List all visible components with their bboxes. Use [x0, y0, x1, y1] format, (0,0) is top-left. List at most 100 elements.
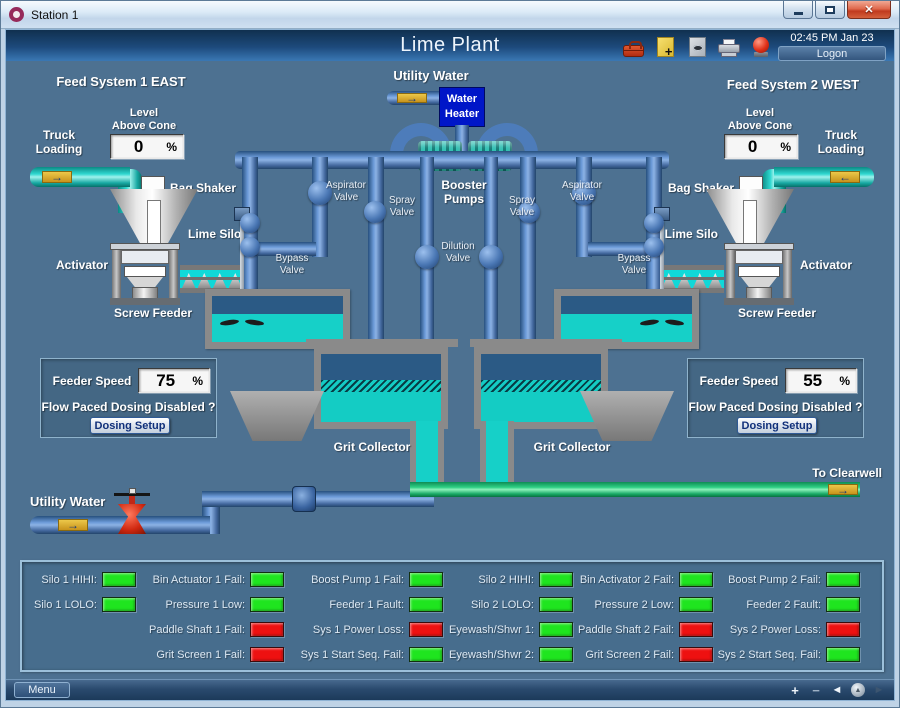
nav-forward-icon[interactable]	[872, 683, 886, 697]
titlebar: Station 1 ✕	[1, 1, 899, 29]
status-led	[250, 647, 284, 662]
maximize-icon[interactable]	[815, 1, 845, 19]
grit-tank-left	[314, 347, 448, 429]
status-row: Eyewash/Shwr 2:	[420, 647, 573, 662]
alarm-status-panel: Silo 1 HIHI: Silo 1 LOLO: Bin Actuator 1…	[20, 560, 884, 672]
mixer-propeller-left	[220, 317, 264, 327]
flow-arrow-icon	[397, 93, 427, 103]
dilution-valve-label: Dilution Valve	[441, 241, 475, 264]
status-row: Feeder 1 Fault:	[275, 597, 443, 612]
grit-hopper-left	[230, 391, 324, 441]
manifold-pipe	[235, 151, 669, 169]
truck-loading-right-label: Truck Loading	[817, 128, 865, 156]
station-icon	[9, 7, 24, 22]
print-icon[interactable]	[718, 35, 740, 57]
feed-system-2-title: Feed System 2 WEST	[726, 77, 860, 92]
nav-back-icon[interactable]	[830, 683, 844, 697]
dosing-setup-button-right[interactable]: Dosing Setup	[737, 417, 817, 434]
close-icon[interactable]: ✕	[847, 1, 891, 19]
level-above-cone-left-label: Level Above Cone	[111, 107, 177, 132]
lime-silo-right-label: Lime Silo	[664, 227, 718, 241]
bypass-stub-pipe-right	[588, 242, 650, 256]
status-led	[409, 572, 443, 587]
status-column-1: Silo 1 HIHI: Silo 1 LOLO:	[30, 572, 136, 612]
aspirator-valve-right-label: Aspirator Valve	[561, 180, 602, 203]
zoom-out-icon[interactable]	[809, 683, 823, 697]
status-row: Grit Screen 2 Fail:	[560, 647, 713, 662]
feeder-panel-right: Feeder Speed 55 % Flow Paced Dosing Disa…	[687, 358, 864, 438]
status-led	[826, 622, 860, 637]
client-area: Lime Plant 02:45 PM Jan 23 Logon Feed Sy…	[5, 29, 895, 701]
status-row: Sys 1 Start Seq. Fail:	[275, 647, 443, 662]
page-title: Lime Plant	[400, 34, 500, 56]
bypass-valve-right-1	[644, 213, 664, 233]
status-led	[409, 622, 443, 637]
to-clearwell-label: To Clearwell	[812, 466, 882, 480]
logon-button[interactable]: Logon	[778, 46, 886, 61]
view-note-icon[interactable]	[686, 35, 708, 57]
screw-feeder-left-graphic	[180, 265, 244, 293]
spray-valve-left	[364, 201, 386, 223]
nav-home-icon[interactable]	[851, 683, 865, 697]
grit-outlet-left	[410, 421, 444, 483]
activator-right-graphic	[724, 243, 794, 305]
grit-tank-rim-left	[306, 339, 458, 347]
grit-collector-left-label: Grit Collector	[333, 440, 411, 454]
booster-pumps-label: Booster Pumps	[441, 178, 487, 206]
status-row: Sys 1 Power Loss:	[275, 622, 443, 637]
status-led	[679, 647, 713, 662]
level-display-left: 0 %	[110, 134, 184, 159]
dosing-setup-button-left[interactable]: Dosing Setup	[90, 417, 170, 434]
zoom-in-icon[interactable]	[788, 683, 802, 697]
grit-hopper-right	[580, 391, 674, 441]
status-column-4: Silo 2 HIHI: Silo 2 LOLO: Eyewash/Shwr 1…	[420, 572, 573, 662]
status-led	[250, 622, 284, 637]
water-heater-box: Water Heater	[439, 87, 485, 127]
activator-left-label: Activator	[55, 258, 108, 272]
status-row: Paddle Shaft 2 Fail:	[560, 622, 713, 637]
status-led	[102, 572, 136, 587]
status-column-6: Boost Pump 2 Fail: Feeder 2 Fault: Sys 2…	[698, 572, 860, 662]
lime-silo-left-label: Lime Silo	[188, 227, 242, 241]
minimize-icon[interactable]	[783, 1, 813, 19]
status-led	[679, 622, 713, 637]
silo-tube-right	[743, 200, 757, 246]
spray-valve-left-label: Spray Valve	[388, 195, 416, 218]
feeder-panel-left: Feeder Speed 75 % Flow Paced Dosing Disa…	[40, 358, 217, 438]
flow-arrow-icon	[42, 171, 72, 183]
bypass-valve-right-label: Bypass Valve	[617, 253, 651, 276]
aspirator-valve-left-label: Aspirator Valve	[325, 180, 366, 203]
plant-mimic: Feed System 1 EAST Feed System 2 WEST Ut…	[6, 61, 894, 679]
activator-left-graphic	[110, 243, 180, 305]
toolbar	[622, 34, 772, 59]
alarm-icon[interactable]	[750, 35, 772, 57]
status-led	[539, 597, 573, 612]
bypass-valve-left-label: Bypass Valve	[275, 253, 309, 276]
vertical-pipe	[520, 157, 536, 352]
status-led	[102, 597, 136, 612]
add-note-icon[interactable]	[654, 35, 676, 59]
gate-valve-handwheel	[114, 493, 150, 496]
toolbox-icon[interactable]	[622, 35, 644, 57]
grit-outlet-right	[480, 421, 514, 483]
activator-right-label: Activator	[799, 258, 852, 272]
feeder-speed-display-left: 75 %	[138, 368, 210, 393]
feeder-speed-display-right: 55 %	[785, 368, 857, 393]
status-row: Boost Pump 1 Fail:	[275, 572, 443, 587]
mixer-shaft-right	[660, 211, 664, 329]
status-led	[539, 572, 573, 587]
status-row: Feeder 2 Fault:	[698, 597, 860, 612]
level-value-left: 0	[133, 136, 144, 156]
menu-button[interactable]: Menu	[14, 682, 70, 698]
status-row: Bin Activator 2 Fail:	[560, 572, 713, 587]
dilution-valve-right	[479, 245, 503, 269]
status-led	[826, 572, 860, 587]
status-led	[250, 572, 284, 587]
screw-feeder-right-label: Screw Feeder	[737, 306, 817, 320]
status-led	[679, 597, 713, 612]
status-row: Pressure 1 Low:	[118, 597, 284, 612]
utility-pipe-upper	[202, 491, 434, 507]
status-column-2: Bin Actuator 1 Fail: Pressure 1 Low: Pad…	[118, 572, 284, 662]
status-row: Boost Pump 2 Fail:	[698, 572, 860, 587]
